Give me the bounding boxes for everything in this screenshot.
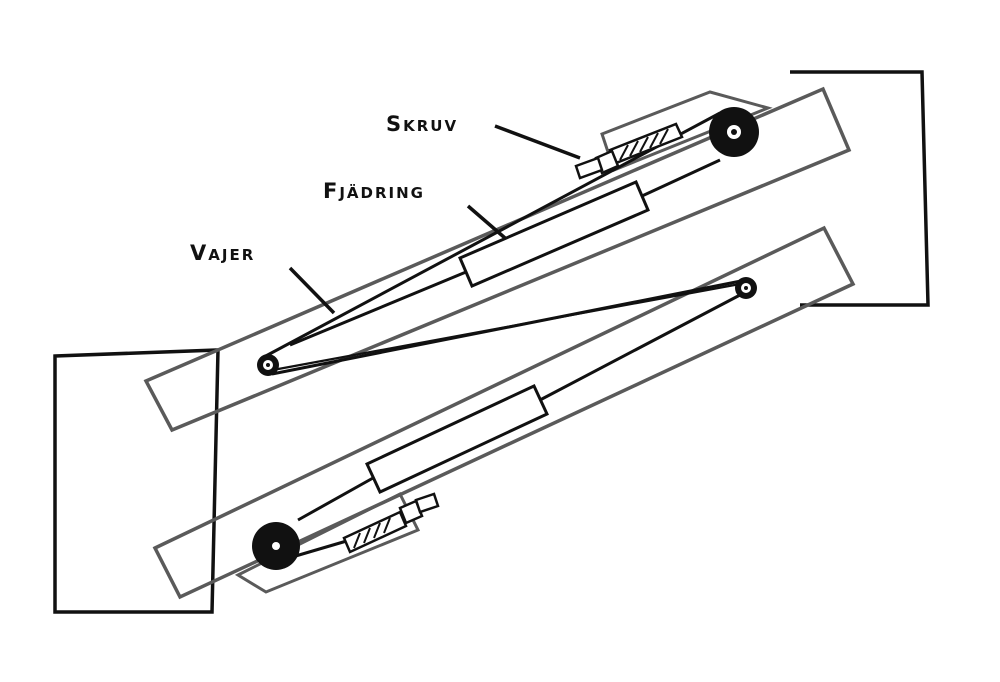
upper-spring-rod-right: [641, 158, 721, 198]
lower-screw: [342, 492, 440, 554]
lower-arm: [152, 225, 856, 600]
upper-screw: [574, 122, 684, 180]
right-mount-block: [790, 70, 930, 307]
screw-leader-line: [494, 124, 581, 160]
spring-label: Fjädring: [323, 179, 425, 203]
lower-spring-rod-left: [297, 476, 374, 522]
lower-spring: [365, 384, 549, 494]
wire-leader-line: [288, 266, 336, 315]
upper-spring-rod-left: [289, 270, 467, 347]
left-small-pulley: [257, 354, 279, 376]
left-mount-block: [53, 348, 220, 614]
cross-wire-return: [261, 282, 741, 374]
upper-arm: [143, 86, 852, 433]
upper-wire: [261, 111, 721, 360]
lower-screw-plate: [234, 491, 421, 594]
right-small-pulley: [735, 277, 757, 299]
wire-label: Vajer: [190, 241, 256, 265]
upper-spring: [458, 180, 650, 288]
spring-leader-line: [466, 204, 507, 240]
lower-pulley: [252, 522, 300, 570]
upper-pulley: [709, 107, 759, 157]
lower-spring-rod-right: [539, 293, 741, 402]
screw-label: Skruv: [386, 112, 459, 136]
